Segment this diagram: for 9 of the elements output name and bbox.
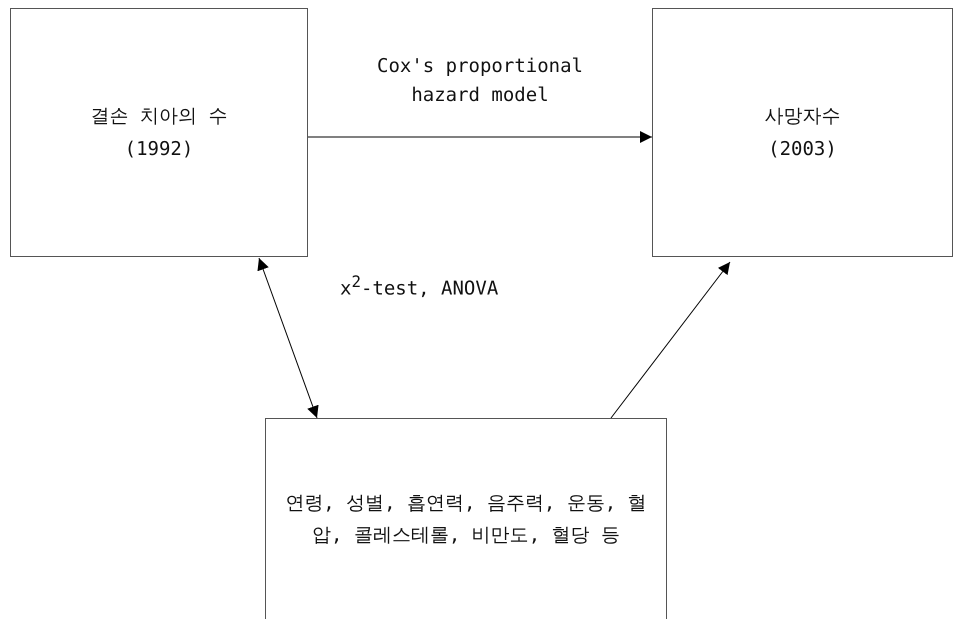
arrow bbox=[610, 262, 730, 418]
text-box bbox=[10, 8, 308, 257]
box-text: 결손 치아의 수 (1992) bbox=[90, 104, 228, 162]
arrow bbox=[257, 258, 319, 418]
arrow bbox=[308, 131, 652, 143]
box-text: 사망자수 (2003) bbox=[764, 104, 842, 162]
text-box bbox=[652, 8, 953, 257]
box-text: 연령, 성별, 흡연력, 음주력, 운동, 혈압, 콜레스테롤, 비만도, 혈당 등 bbox=[284, 490, 648, 548]
text-box bbox=[265, 418, 667, 619]
